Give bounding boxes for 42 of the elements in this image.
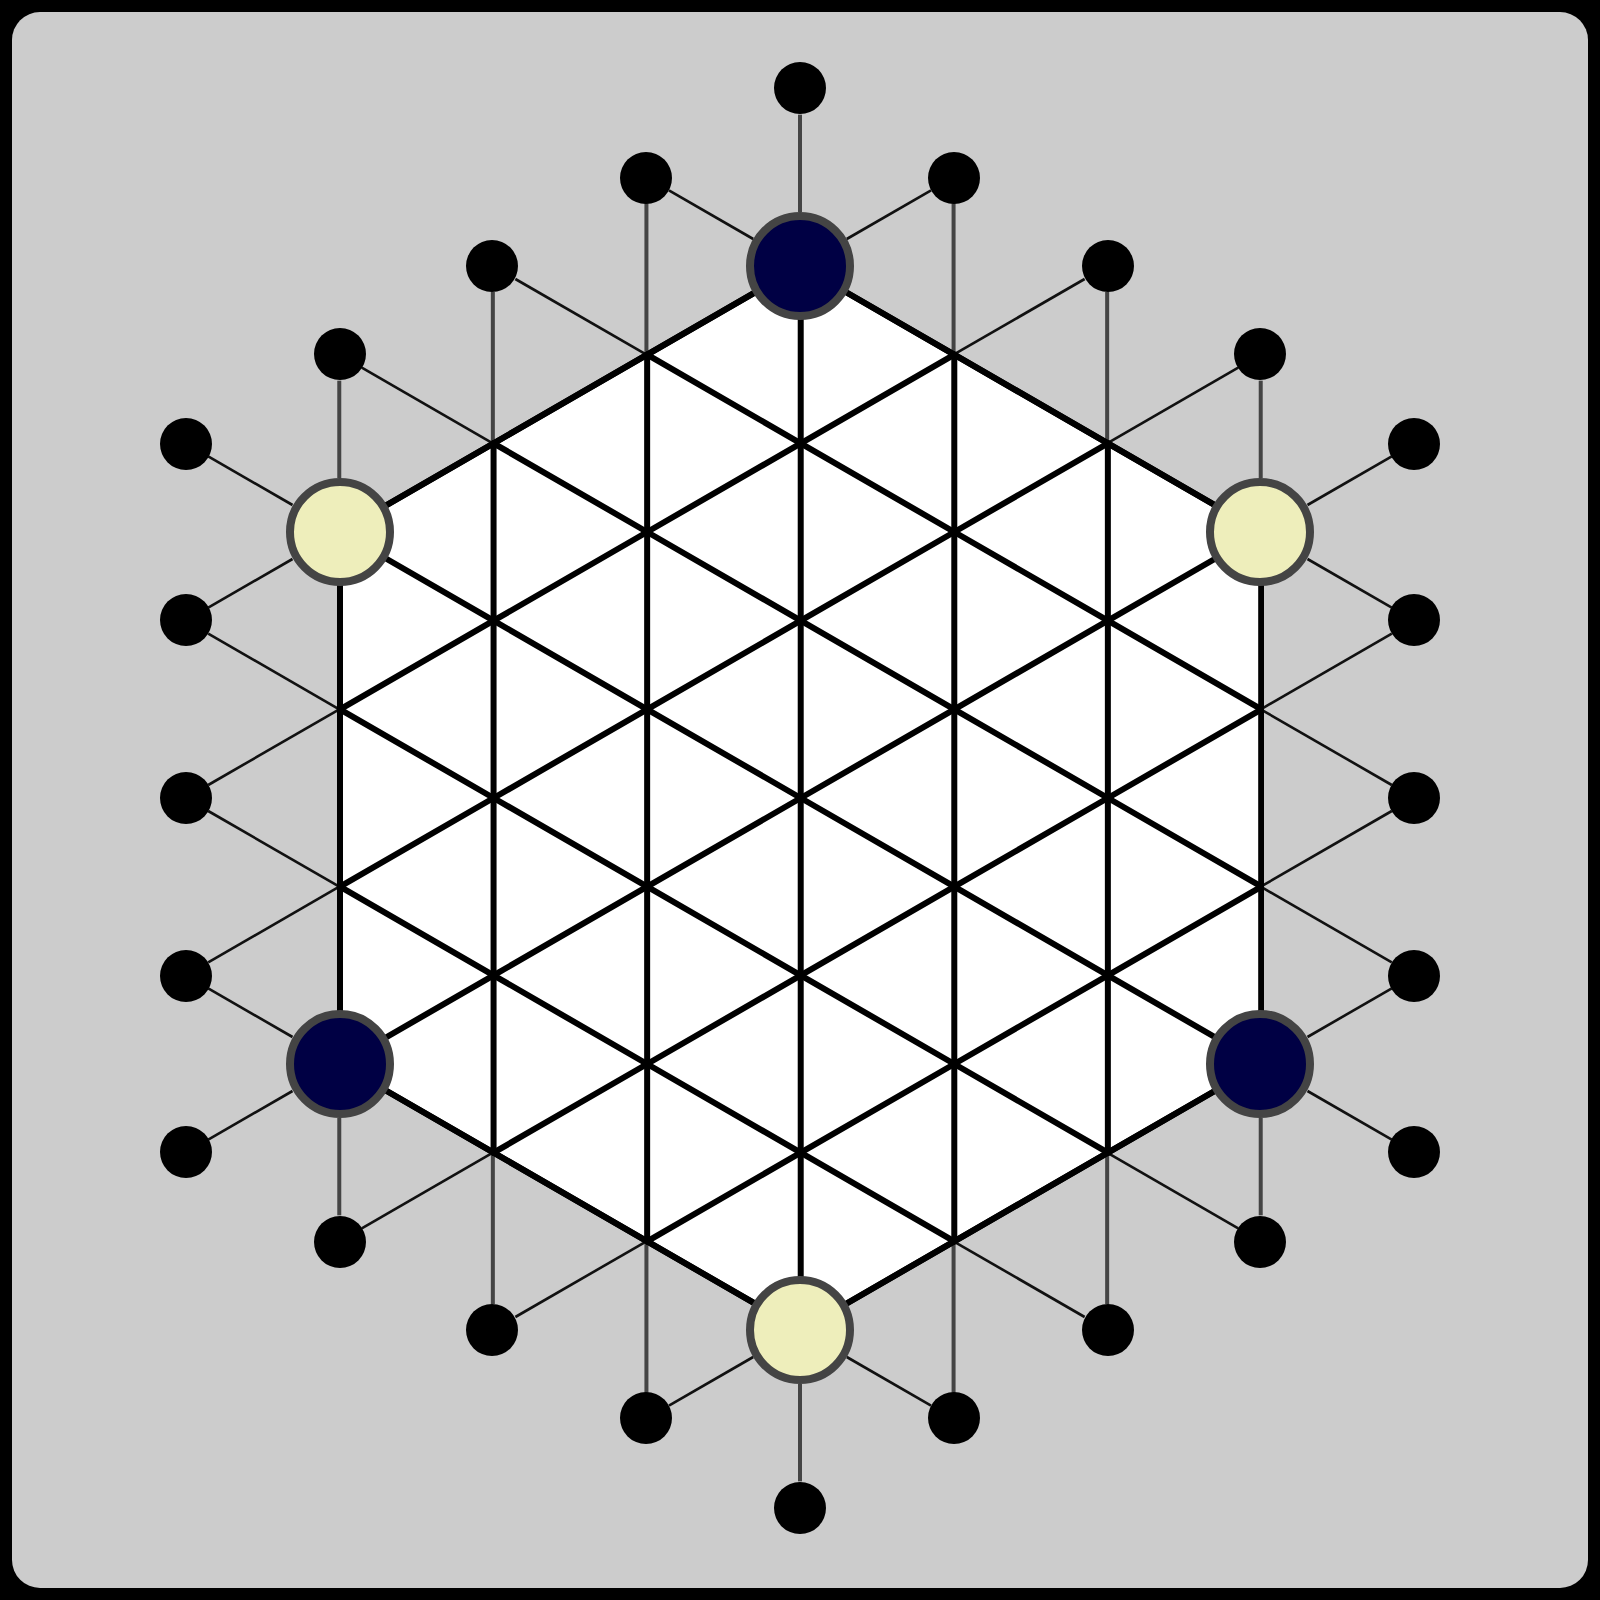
connector-line (952, 277, 1086, 356)
connector-line (1306, 987, 1393, 1039)
connector-line (207, 632, 340, 711)
connector-line (337, 380, 342, 478)
connector-line (668, 1355, 754, 1407)
connector-line (952, 1240, 1086, 1319)
connector-line (207, 455, 294, 507)
connector-line (514, 277, 648, 356)
connector-line (1306, 455, 1393, 507)
connector-line (644, 1241, 649, 1393)
connector-line (207, 885, 340, 964)
connector-line (514, 1240, 648, 1319)
connector-line (1258, 380, 1263, 478)
connector-line (644, 203, 649, 355)
connector-line (846, 189, 932, 241)
connector-line (668, 189, 754, 241)
connector-line (1106, 366, 1239, 445)
connector-line (1105, 292, 1110, 444)
connector-line (1306, 557, 1393, 609)
connector-line (1306, 1089, 1393, 1141)
connector-line (207, 557, 294, 609)
connector-line (361, 366, 494, 445)
connector-line (846, 1355, 932, 1407)
connector-line (490, 1152, 495, 1304)
connector-line (1260, 885, 1393, 964)
connector-line (798, 1384, 802, 1482)
connector-line (798, 114, 802, 212)
connector-line (1260, 809, 1393, 888)
connector-line (951, 203, 956, 355)
connector-line (337, 1118, 342, 1216)
connector-line (207, 987, 294, 1039)
connector-line (1260, 632, 1393, 711)
connector-line (207, 809, 340, 888)
connector-line (207, 708, 340, 787)
connector-line (490, 292, 495, 444)
connector-line (1260, 708, 1393, 787)
connector-line (361, 1151, 494, 1230)
connector-line (1106, 1151, 1239, 1230)
connector-line (1258, 1118, 1263, 1216)
connector-line (1105, 1152, 1110, 1304)
connector-line (951, 1241, 956, 1393)
connector-line (207, 1089, 294, 1141)
